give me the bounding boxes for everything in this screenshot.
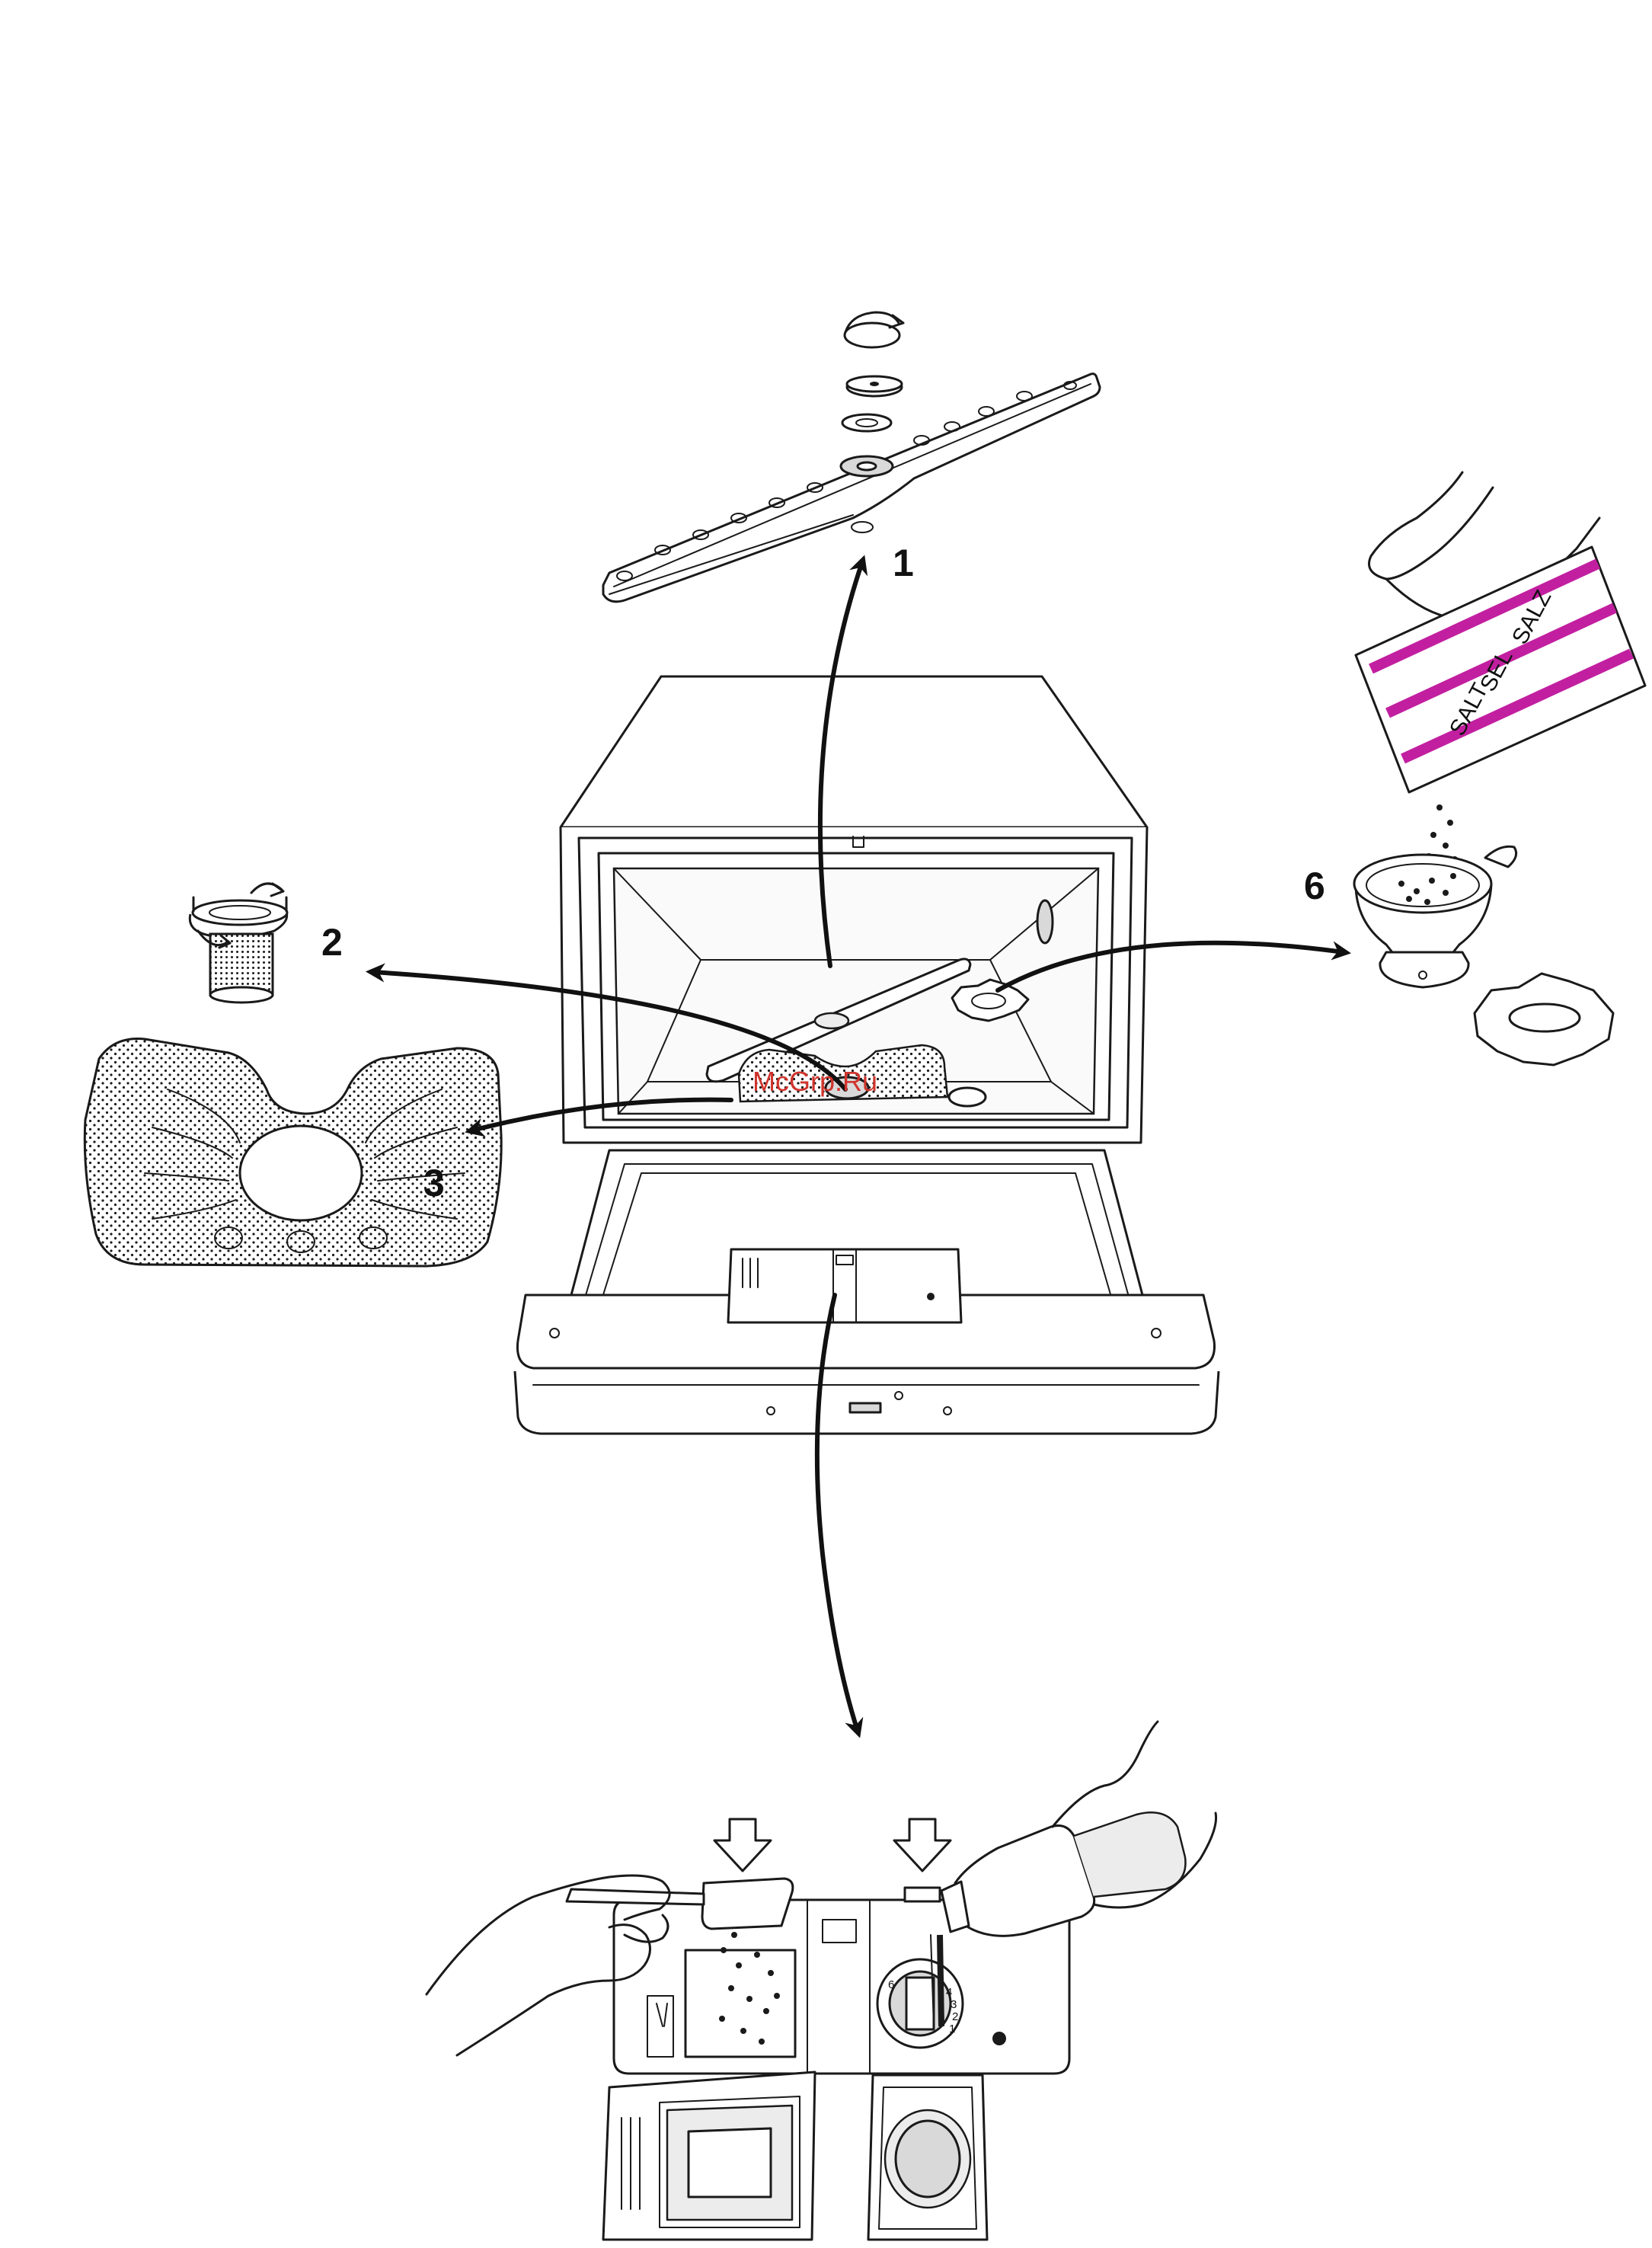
salt-container-cap: [1475, 974, 1613, 1065]
rinse-aid-lid-open: [868, 2075, 987, 2240]
watermark-text: McGrp.Ru: [753, 1066, 877, 1097]
spray-arm-washer: [842, 414, 891, 431]
callout-2: 2: [321, 921, 343, 964]
salt-packet: SALT SEL SALZ: [1356, 547, 1645, 792]
callout-3: 3: [423, 1162, 445, 1204]
rinse-aid-compartment: 6 5 4 3 2 1: [877, 1959, 963, 2048]
spray-arm-assembly: [603, 312, 1100, 602]
detergent-lid-open: [603, 2072, 815, 2240]
rinse-aid-dial-mark: 6: [888, 1978, 894, 1991]
rinse-aid-dial-mark: 2: [952, 2010, 958, 2023]
spray-arm-nut: [847, 376, 902, 396]
rinse-aid-dial-mark: 4: [946, 1986, 952, 1999]
salt-funnel: [1354, 846, 1516, 987]
down-arrow-icon: [894, 1819, 951, 1871]
dishwasher: [515, 676, 1219, 1434]
detergent-dispenser-on-door: [728, 1249, 961, 1322]
rinse-aid-dial-mark: 3: [951, 1998, 957, 2011]
down-arrow-icon: [714, 1819, 771, 1871]
detergent-compartment: [427, 1875, 795, 2057]
flat-filter-plate: [85, 1039, 501, 1266]
callout-6: 6: [1304, 865, 1325, 907]
salt-refill: SALT SEL SALZ: [1354, 472, 1645, 1065]
rotate-arrow-icon: [845, 312, 903, 347]
dispenser-detail: 6 5 4 3 2 1: [427, 1722, 1216, 2240]
callout-1: 1: [893, 542, 914, 584]
upper-spray-arm: [603, 374, 1100, 602]
cylinder-filter: [190, 884, 287, 1002]
rinse-aid-dial-mark: 1: [949, 2023, 955, 2035]
